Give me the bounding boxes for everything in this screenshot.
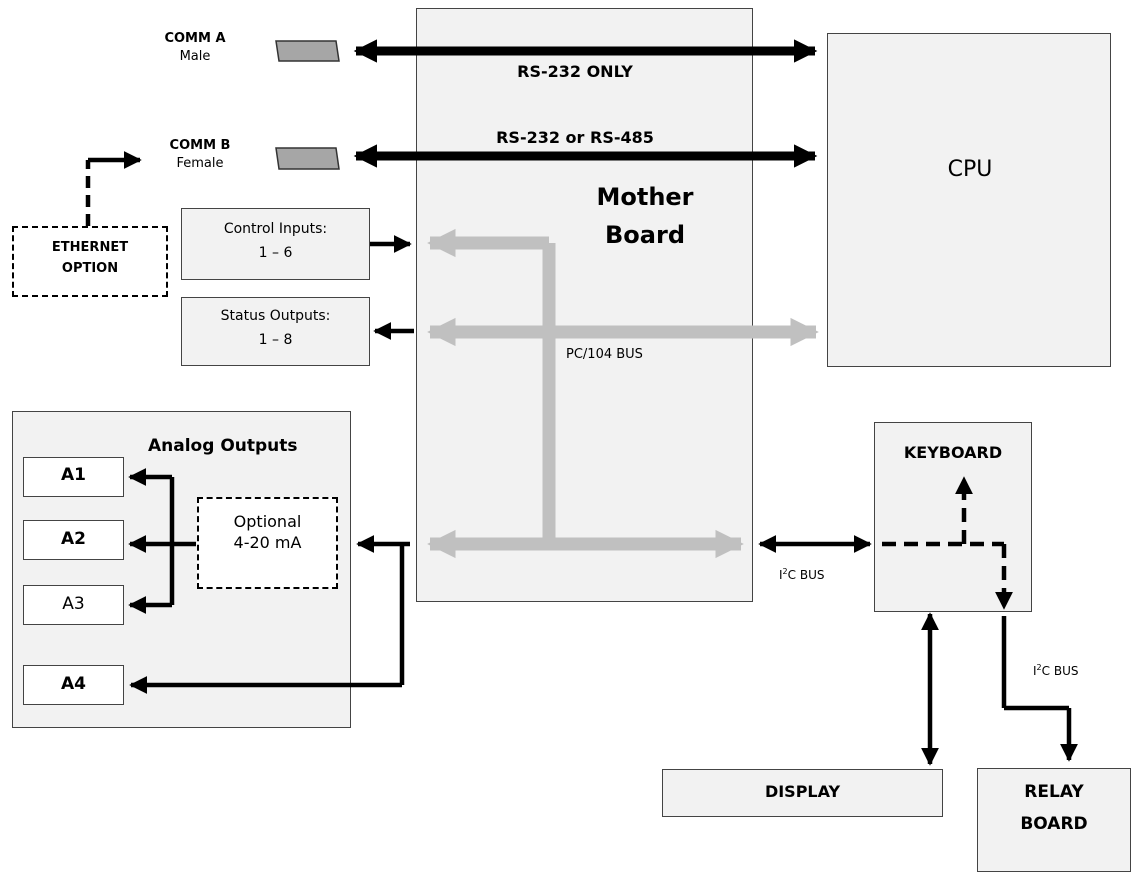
comm-b-title: COMM B xyxy=(169,138,231,153)
control-inputs-box xyxy=(181,208,370,280)
relay-board-box xyxy=(977,768,1131,872)
comm-a-subtitle: Male xyxy=(179,49,211,64)
analog-channel-a4 xyxy=(23,665,124,705)
keyboard-label: KEYBOARD xyxy=(903,443,1003,462)
analog-channel-a2 xyxy=(23,520,124,560)
ethernet-option-box xyxy=(12,226,168,297)
motherboard-label-line2: Board xyxy=(605,221,685,249)
pc104-bus-label: PC/104 BUS xyxy=(566,347,643,362)
comm-a-title: COMM A xyxy=(164,31,226,46)
cpu-label: CPU xyxy=(947,157,993,182)
ethernet-label-line2: OPTION xyxy=(61,261,119,276)
ethernet-label-line1: ETHERNET xyxy=(51,240,129,255)
keyboard-box xyxy=(874,422,1032,612)
analog-channel-a1 xyxy=(23,457,124,497)
motherboard-label-line1: Mother xyxy=(596,183,694,211)
i2c-bus-label-left: I2C BUS xyxy=(779,567,825,582)
comm-a-link-label: RS-232 ONLY xyxy=(517,62,633,81)
analog-a3-label: A3 xyxy=(62,594,85,614)
control-inputs-label-line1: Control Inputs: xyxy=(223,221,328,237)
status-outputs-label-line1: Status Outputs: xyxy=(220,308,331,324)
display-box xyxy=(662,769,943,817)
i2c-bus-label-right: I2C BUS xyxy=(1033,663,1079,678)
comm-b-connector-icon xyxy=(275,147,340,170)
status-outputs-label-line2: 1 – 8 xyxy=(258,332,293,348)
optional-4-20ma-box xyxy=(197,497,338,589)
analog-channel-a3 xyxy=(23,585,124,625)
analog-a1-label: A1 xyxy=(61,465,86,485)
cpu-box xyxy=(827,33,1111,367)
comm-b-subtitle: Female xyxy=(176,156,224,171)
optional-label-line2: 4-20 mA xyxy=(233,533,302,552)
status-outputs-box xyxy=(181,297,370,366)
analog-a4-label: A4 xyxy=(61,674,86,694)
optional-label-line1: Optional xyxy=(233,512,302,531)
comm-b-link-label: RS-232 or RS-485 xyxy=(496,128,654,147)
analog-outputs-title: Analog Outputs xyxy=(148,436,298,456)
control-inputs-label-line2: 1 – 6 xyxy=(258,245,293,261)
display-label: DISPLAY xyxy=(764,782,841,801)
analog-a2-label: A2 xyxy=(61,529,86,549)
comm-a-connector-icon xyxy=(275,40,340,62)
motherboard-box xyxy=(416,8,753,602)
relay-board-label-line2: BOARD xyxy=(1020,814,1088,834)
pc104-bus-lines xyxy=(427,228,819,559)
relay-board-label-line1: RELAY xyxy=(1024,782,1084,802)
